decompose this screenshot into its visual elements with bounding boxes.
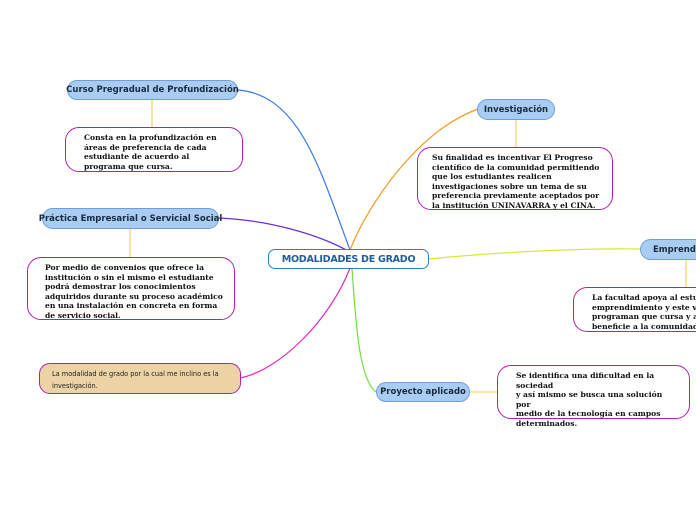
description-line: beneficie a la comunidad. [592,321,696,331]
description-line: estudiante de acuerdo al [84,152,190,162]
description-line: medio de la tecnología en campos [516,409,661,419]
branch-practica [217,217,351,253]
description-line: áreas de preferencia de cada [84,142,207,152]
branch-investigacion [349,108,479,251]
description-line: Se identifica una dificultad en la socie… [516,371,655,390]
central-topic-label: MODALIDADES DE GRADO [281,253,416,265]
description-line: en una instalación en concreta en forma [45,301,218,311]
description-line: adquiridos durante su proceso académico [45,291,223,301]
description-proyecto-aplicado[interactable]: Se identifica una dificultad en la socie… [497,365,690,428]
topic-emprendimiento[interactable]: Emprendim [640,239,696,260]
topic-proyecto-aplicado-label: Proyecto aplicado [380,387,466,397]
topic-proyecto-aplicado[interactable]: Proyecto aplicado [376,382,470,402]
description-line: investigaciones sobre un tema de su [432,181,587,191]
description-practica-empresarial[interactable]: Por medio de convenios que ofrece la ins… [27,257,235,320]
description-investigacion[interactable]: Su finalidad es incentivar El Progreso c… [417,147,613,210]
description-curso-pregradual[interactable]: Consta en la profundización en áreas de … [65,127,243,172]
topic-practica-empresarial[interactable]: Práctica Empresarial o Servicial Social [39,208,222,229]
branch-proyecto [351,267,377,393]
note-line: investigación. [52,382,98,390]
branch-curso [237,89,351,251]
description-line: que los estudiantes realicen [432,172,552,182]
description-line: preferencia previamente aceptados por [432,191,600,201]
description-line: Consta en la profundización en [84,133,217,142]
description-line: Su finalidad es incentivar El Progreso [432,153,593,162]
description-line: Por medio de convenios que ofrece la [45,263,204,272]
description-line: científico de la comunidad permitiendo [432,162,600,172]
note-line: La modalidad de grado por la cual me inc… [52,370,219,378]
note-preferred-modality[interactable]: La modalidad de grado por la cual me inc… [39,363,241,394]
description-line: podrá demostrar los conocimientos [45,282,196,292]
description-line: programan que cursa y al [592,312,696,322]
topic-investigacion[interactable]: Investigación [477,99,555,120]
topic-emprendimiento-label: Emprendim [653,244,696,255]
description-line: programa que cursa. [84,161,173,171]
description-line: y así mismo se busca una solución por [516,390,663,409]
branch-emprendimiento [427,248,642,260]
description-line: La facultad apoya al estu [592,293,696,302]
topic-curso-pregradual-label: Curso Pregradual de Profundización [66,85,239,95]
description-line: la institución UNINAVARRA y el CINA. [432,200,596,210]
topic-curso-pregradual[interactable]: Curso Pregradual de Profundización [66,80,239,100]
topic-practica-empresarial-label: Práctica Empresarial o Servicial Social [38,213,223,224]
central-topic[interactable]: MODALIDADES DE GRADO [268,249,429,269]
description-line: emprendimiento y este va [592,302,696,312]
description-line: de servicio social. [45,310,121,320]
description-emprendimiento[interactable]: La facultad apoya al estu emprendimiento… [573,287,696,332]
topic-investigacion-label: Investigación [483,104,549,115]
description-line: determinados. [516,418,578,428]
description-line: institución o sin el mismo el estudiante [45,272,214,282]
branch-note [239,267,351,379]
